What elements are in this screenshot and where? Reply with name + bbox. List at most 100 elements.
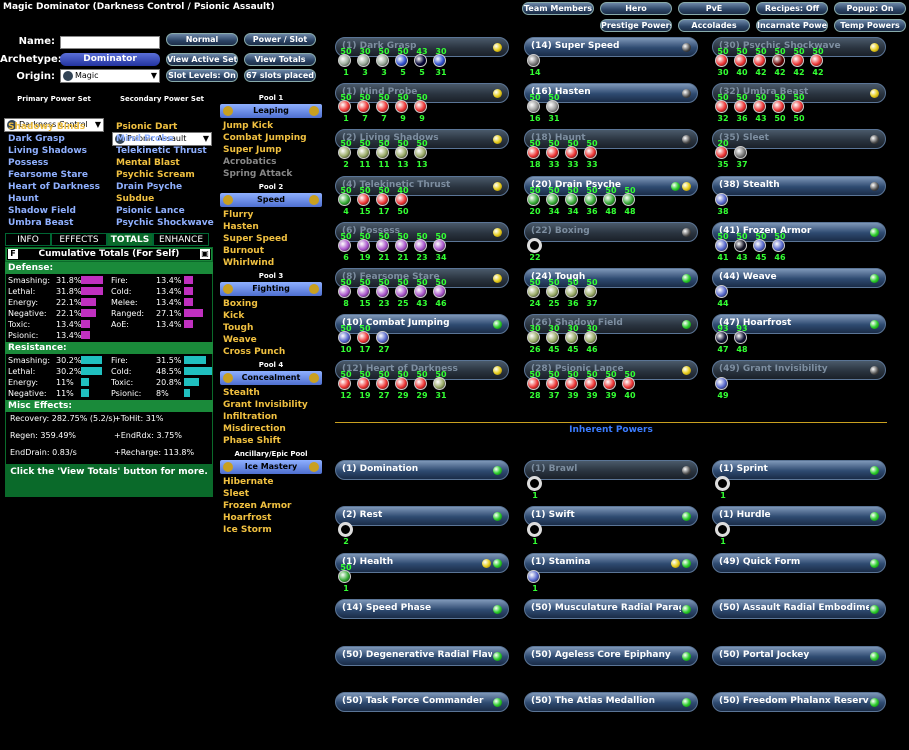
prestige-powers-button[interactable]: Prestige Powers	[600, 19, 672, 32]
pool-power-item[interactable]: Stealth	[223, 388, 260, 398]
pool-power-item[interactable]: Acrobatics	[223, 157, 277, 167]
pool-power-item[interactable]: Flurry	[223, 210, 254, 220]
tab-effects[interactable]: EFFECTS	[51, 233, 107, 246]
pool-power-item[interactable]: Sleet	[223, 489, 250, 499]
power-slot-bar[interactable]: (2) Rest	[335, 506, 509, 527]
pool-select[interactable]: Fighting	[220, 282, 322, 296]
power-slot-bar[interactable]: (50) Task Force Commander	[335, 692, 509, 712]
power-slot-bar[interactable]: (50) Ageless Core Epiphany	[524, 645, 698, 666]
accolades-button[interactable]: Accolades	[678, 19, 750, 32]
secondary-power-item[interactable]: Psychic Scream	[116, 170, 195, 180]
power-slot-bar[interactable]: (50) Portal Jockey	[712, 645, 886, 666]
popup-toggle[interactable]: Popup: On	[834, 2, 906, 15]
power-slot-bar[interactable]: (41) Frozen Armor	[712, 221, 886, 242]
primary-power-item[interactable]: Fearsome Stare	[8, 170, 88, 180]
secondary-power-item[interactable]: Subdue	[116, 194, 155, 204]
secondary-set-select[interactable]: Psionic Assault▼	[112, 132, 212, 146]
slots-placed-button[interactable]: 67 slots placed	[244, 69, 316, 82]
tab-info[interactable]: INFO	[5, 233, 51, 246]
pool-power-item[interactable]: Hibernate	[223, 477, 274, 487]
power-slot-bar[interactable]: (1) Brawl	[524, 460, 698, 480]
pool-power-item[interactable]: Whirlwind	[223, 258, 275, 268]
primary-power-item[interactable]: Dark Grasp	[8, 134, 65, 144]
pool-select[interactable]: Concealment	[220, 371, 322, 385]
temp-powers-button[interactable]: Temp Powers	[834, 19, 906, 32]
power-slot-bar[interactable]: (50) Musculature Radial Paragon	[524, 599, 698, 620]
enhancement-slot[interactable]: 49	[715, 374, 729, 400]
pool-power-item[interactable]: Grant Invisibility	[223, 400, 308, 410]
power-slot-bar[interactable]: (18) Haunt	[524, 129, 698, 150]
pool-power-item[interactable]: Weave	[223, 335, 257, 345]
restore-icon[interactable]: ▣	[200, 249, 210, 259]
tab-enhance[interactable]: ENHANCE	[153, 233, 209, 246]
pool-select[interactable]: Ice Mastery	[220, 460, 322, 474]
power-slot-bar[interactable]: (50) Freedom Phalanx Reserve	[712, 692, 886, 712]
power-slot-bar[interactable]: (50) Assault Radial Embodiment	[712, 599, 886, 620]
pool-power-item[interactable]: Hasten	[223, 222, 259, 232]
normal-button[interactable]: Normal	[166, 33, 238, 46]
primary-power-item[interactable]: Shadowy Binds	[8, 122, 86, 132]
hero-button[interactable]: Hero	[600, 2, 672, 15]
pool-power-item[interactable]: Super Speed	[223, 234, 288, 244]
pool-power-item[interactable]: Combat Jumping	[223, 133, 307, 143]
power-slot-bar[interactable]: (24) Tough	[524, 268, 698, 288]
name-input[interactable]	[60, 36, 160, 49]
pool-power-item[interactable]: Spring Attack	[223, 169, 293, 179]
primary-power-item[interactable]: Umbra Beast	[8, 218, 74, 228]
enhancement-slot[interactable]: 1	[527, 474, 542, 500]
power-slot-bar[interactable]: (1) Domination	[335, 460, 509, 480]
pool-select[interactable]: Speed	[220, 193, 322, 207]
view-totals-button[interactable]: View Totals	[244, 53, 316, 66]
power-slot-bar[interactable]: (49) Grant Invisibility	[712, 360, 886, 381]
origin-select[interactable]: Magic▼	[60, 69, 160, 83]
pool-power-item[interactable]: Boxing	[223, 299, 258, 309]
power-slot-bar[interactable]: (14) Super Speed	[524, 37, 698, 57]
